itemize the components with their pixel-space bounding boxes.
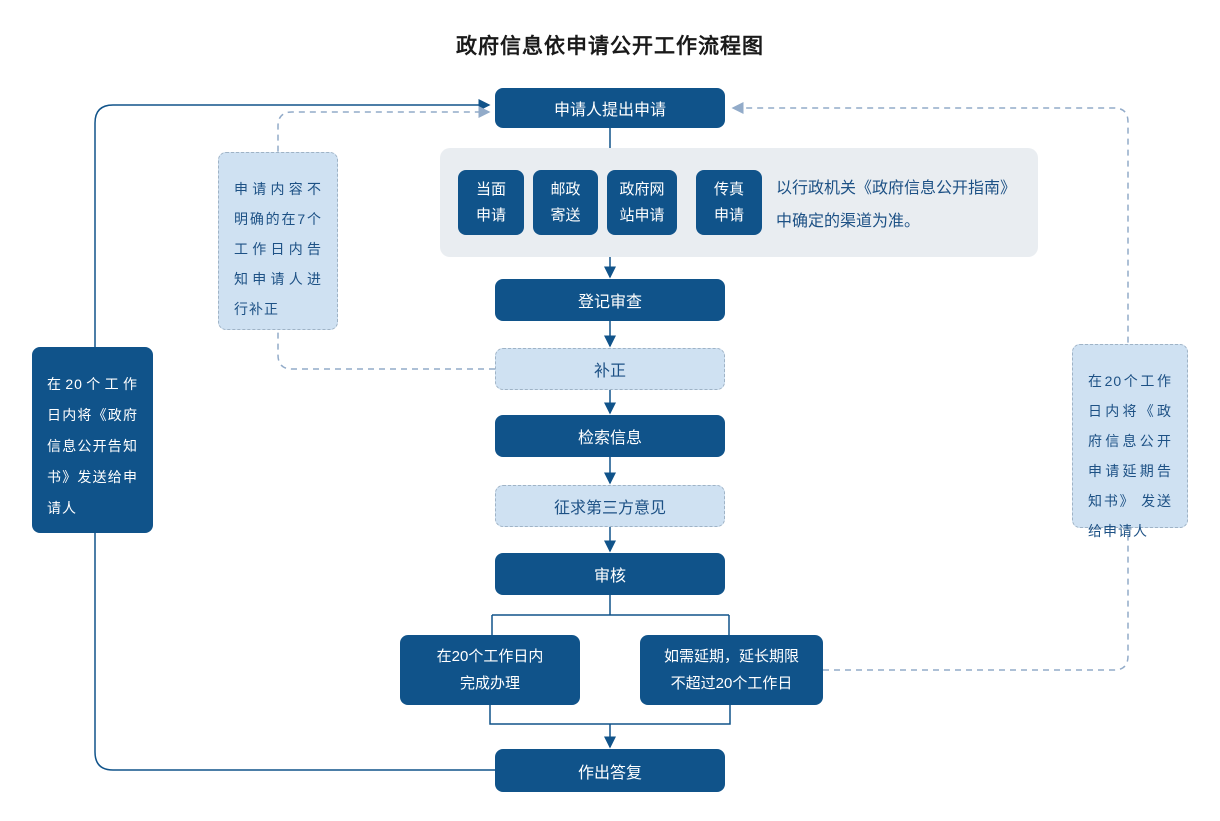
node-register: 登记审查 xyxy=(495,279,725,321)
node-channel-inperson: 当面 申请 xyxy=(458,170,524,235)
node-extend-line1: 如需延期，延长期限 xyxy=(663,648,799,665)
edge-outcomes-merge xyxy=(489,705,731,725)
note-extension-notice: 在20个工作日内将《政府信息公开申请延期告知书》 发送给申请人 xyxy=(1072,344,1188,539)
node-complete: 在20个工作日内 完成办理 xyxy=(400,635,580,705)
node-register-label: 登记审查 xyxy=(577,294,642,311)
node-apply-label: 申请人提出申请 xyxy=(553,102,666,119)
node-search-label: 检索信息 xyxy=(577,430,642,447)
node-channel-mail: 邮政 寄送 xyxy=(533,170,598,235)
node-apply: 申请人提出申请 xyxy=(495,88,725,128)
channels-note: 以行政机关《政府信息公开指南》 中确定的渠道为准。 xyxy=(776,172,1032,238)
channel-fax-line2: 申请 xyxy=(713,206,744,224)
channel-mail-line1: 邮政 xyxy=(550,180,581,198)
channel-website-line2: 站申请 xyxy=(619,206,665,224)
node-correction-label: 补正 xyxy=(593,363,626,380)
edge-review-split xyxy=(491,595,730,635)
node-complete-line1: 在20个工作日内 xyxy=(436,648,544,665)
channel-website-line1: 政府网 xyxy=(619,180,665,198)
channel-inperson-line1: 当面 xyxy=(475,180,506,198)
channel-inperson-line2: 申请 xyxy=(475,206,506,224)
node-reply-label: 作出答复 xyxy=(577,764,642,782)
node-reply: 作出答复 xyxy=(495,749,725,792)
node-search: 检索信息 xyxy=(495,415,725,457)
node-review: 审核 xyxy=(495,553,725,595)
channels-note-line2: 中确定的渠道为准。 xyxy=(776,213,921,230)
node-third-party-label: 征求第三方意见 xyxy=(553,500,666,517)
channels-note-line1: 以行政机关《政府信息公开指南》 xyxy=(776,180,1017,197)
node-complete-line2: 完成办理 xyxy=(459,675,520,692)
node-correction: 补正 xyxy=(495,348,725,390)
node-channel-fax: 传真 申请 xyxy=(696,170,762,235)
channel-mail-line2: 寄送 xyxy=(550,206,581,224)
channel-fax-line1: 传真 xyxy=(713,180,744,198)
node-extend: 如需延期，延长期限 不超过20个工作日 xyxy=(640,635,823,705)
note-correction-condition: 申请内容不明确的在7个工作日内告知申请人进行补正 xyxy=(218,152,338,330)
node-channel-website: 政府网 站申请 xyxy=(607,170,677,235)
page-title: 政府信息依申请公开工作流程图 xyxy=(456,35,764,58)
node-review-label: 审核 xyxy=(593,568,626,585)
node-third-party: 征求第三方意见 xyxy=(495,485,725,527)
node-extend-line2: 不超过20个工作日 xyxy=(670,675,793,692)
note-notify-disclosure: 在20个工作日内将《政府信息公开告知书》发送给申请人 xyxy=(32,347,153,533)
